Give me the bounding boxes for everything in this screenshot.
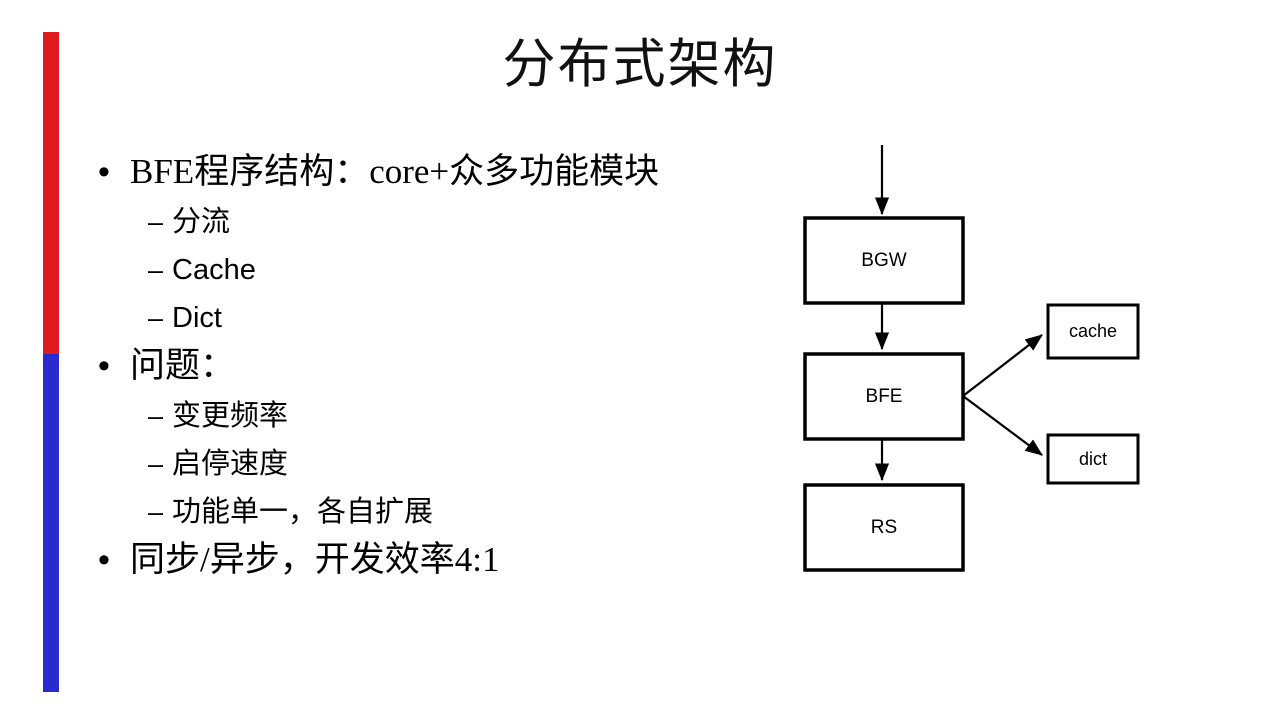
node-cache [1046, 303, 1140, 360]
slide-accent-bar [43, 32, 59, 692]
bullet-text: BFE程序结构：core+众多功能模块 [130, 152, 660, 191]
edge-bfe-to-dict [962, 395, 1043, 456]
bullet-item: • BFE程序结构：core+众多功能模块 [98, 148, 788, 196]
node-rs-label: RS [871, 517, 897, 538]
node-dict-label: dict [1079, 449, 1107, 469]
sub-bullet-item: –分流 [148, 198, 788, 246]
node-cache-label: cache [1069, 321, 1117, 341]
bullet-marker-icon: • [98, 347, 110, 385]
sub-bullet-item: –变更频率 [148, 392, 788, 440]
node-bgw-label: BGW [861, 250, 906, 271]
page-title: 分布式架构 [502, 36, 778, 94]
dash-marker-icon: – [148, 303, 164, 333]
bullet-list: •BFE程序结构：core+众多功能模块–分流–Cache–Dict•问题：–变… [98, 148, 788, 586]
dash-marker-icon: – [148, 449, 164, 479]
dash-marker-icon: – [148, 207, 164, 237]
node-rs [803, 483, 965, 572]
dash-marker-icon: – [148, 255, 164, 285]
dash-marker-icon: – [148, 497, 164, 527]
sub-bullet-item: –Dict [148, 294, 788, 342]
node-bgw [803, 216, 965, 305]
bullet-text: 同步/异步，开发效率4:1 [130, 540, 500, 579]
bullet-text: Dict [172, 302, 222, 334]
node-dict [1046, 433, 1140, 485]
edge-bfe-to-cache [962, 334, 1043, 397]
bullet-item: • 同步/异步，开发效率4:1 [98, 536, 788, 584]
bullet-text: Cache [172, 254, 256, 286]
node-bfe [803, 352, 965, 441]
bullet-text: 分流 [172, 206, 231, 238]
architecture-diagram: BGW BFE RS cache dict [780, 130, 1180, 590]
bullet-text: 启停速度 [172, 448, 289, 480]
bullet-marker-icon: • [98, 541, 110, 579]
node-bfe-label: BFE [866, 386, 903, 407]
bullet-text: 变更频率 [172, 400, 289, 432]
dash-marker-icon: – [148, 401, 164, 431]
sub-bullet-item: –功能单一，各自扩展 [148, 488, 788, 536]
bullet-text: 功能单一，各自扩展 [172, 496, 434, 528]
bullet-text: 问题： [130, 346, 236, 385]
accent-bar-red-segment [43, 32, 59, 354]
sub-bullet-item: –启停速度 [148, 440, 788, 488]
sub-bullet-item: –Cache [148, 246, 788, 294]
bullet-item: • 问题： [98, 342, 788, 390]
accent-bar-blue-segment [43, 354, 59, 692]
bullet-marker-icon: • [98, 153, 110, 191]
